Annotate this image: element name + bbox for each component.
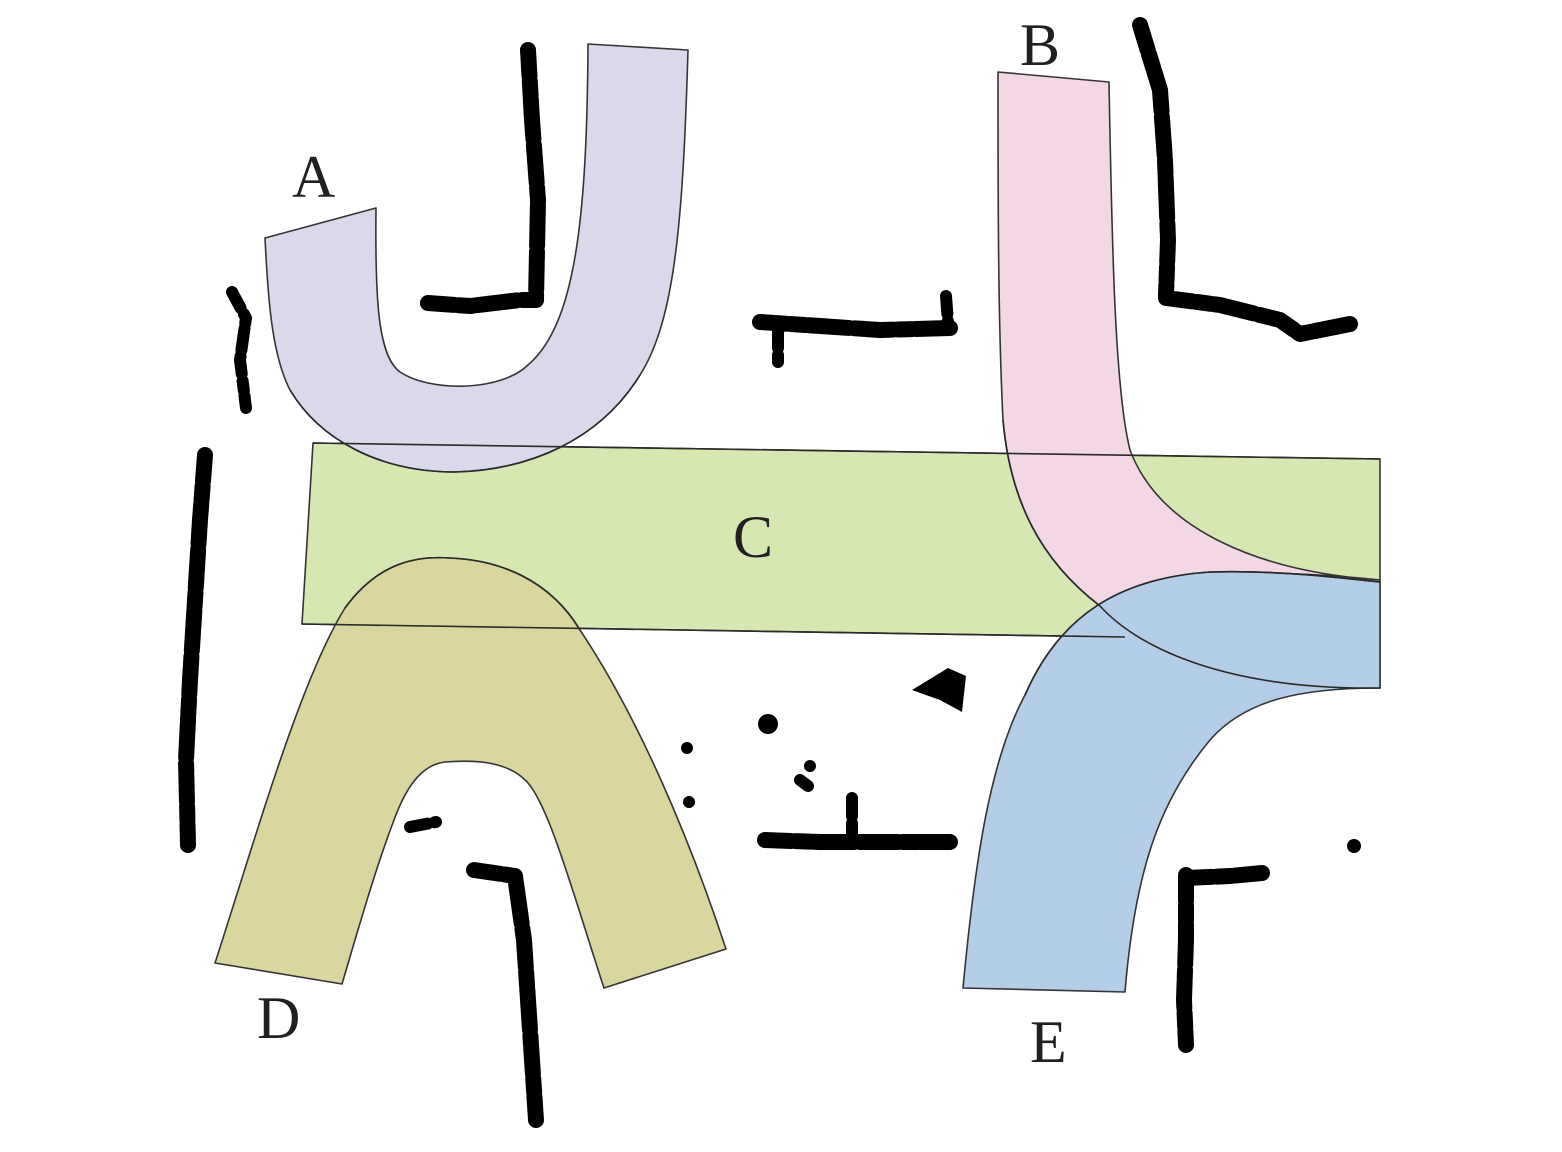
wall-mid-top-tick — [940, 290, 954, 328]
wall-mid-top — [752, 314, 958, 338]
wall-e-vertical — [1176, 867, 1194, 1053]
wall-d-dash — [404, 816, 442, 833]
speck — [681, 742, 693, 754]
wall-a-horizontal — [420, 292, 544, 314]
d-top-arc — [344, 556, 581, 631]
speck — [758, 714, 778, 734]
label-e: E — [1030, 1009, 1067, 1075]
label-c: C — [733, 504, 773, 570]
wall-mid-lower-dot — [794, 774, 814, 792]
speck-wedge — [912, 668, 966, 712]
wall-left-long — [178, 447, 213, 853]
e-top-curve — [1024, 570, 1381, 696]
c-top-edge — [312, 442, 1381, 460]
wall-b-vertical — [1132, 17, 1176, 303]
speck — [1347, 839, 1361, 853]
regions — [214, 43, 1381, 993]
b-inner-curve — [1002, 419, 1381, 689]
region-labels: A B C D E — [257, 12, 1067, 1075]
obstacle-marks — [178, 17, 1358, 1128]
obstacle-specks — [681, 668, 1361, 853]
wall-d-vertical — [466, 862, 544, 1128]
wall-e-horizontal — [1178, 865, 1270, 886]
c-bottom-edge — [301, 623, 1126, 638]
overlap-outlines — [289, 374, 1381, 696]
wall-a-vertical — [520, 42, 546, 308]
speck — [804, 760, 816, 772]
label-b: B — [1020, 12, 1060, 78]
wall-left-upper — [226, 286, 252, 414]
label-d: D — [257, 985, 300, 1051]
a-bottom-arc — [289, 374, 641, 473]
wall-b-horizontal — [1158, 290, 1358, 342]
wall-mid-lower — [757, 832, 958, 850]
speck — [683, 796, 695, 808]
label-a: A — [292, 144, 335, 210]
